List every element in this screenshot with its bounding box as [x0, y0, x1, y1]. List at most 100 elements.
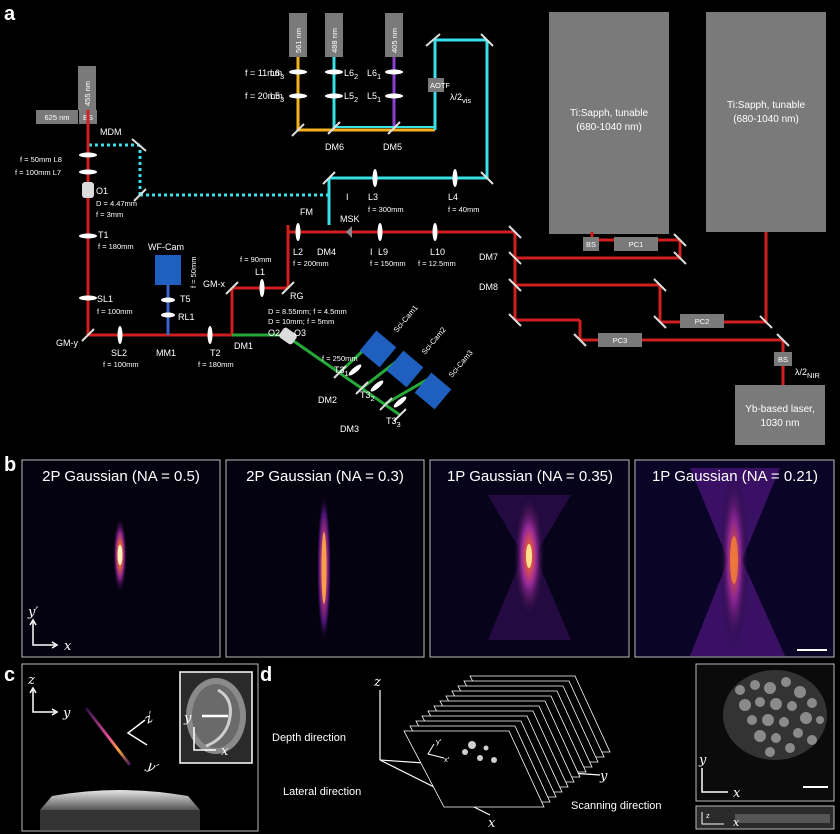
- sci-cam-1: [359, 330, 397, 368]
- label-t1-f: f = 180mm: [98, 242, 134, 251]
- label-sci-cam-1: Sci-Cam1: [392, 303, 420, 334]
- bs-box-2: [583, 237, 599, 251]
- label-o1-d: D = 4.47mm: [96, 199, 137, 208]
- label-t2: T2: [210, 348, 221, 358]
- wf-cam: [155, 255, 181, 285]
- ti-sapph-2-line1: Ti:Sapph, tunable: [727, 100, 805, 111]
- label-fm: FM: [300, 207, 313, 217]
- label-l2-f: f = 200mm: [293, 259, 329, 268]
- laser-625-box: [36, 110, 78, 124]
- axis-z-strip: z: [706, 811, 710, 820]
- cell-image: [695, 663, 835, 802]
- label-l7: f = 100mm L7: [15, 168, 61, 177]
- panel-label-d: d: [260, 664, 272, 686]
- axis-y-c: y: [62, 706, 71, 721]
- bs-label-3: BS: [778, 355, 788, 364]
- label-dm1: DM1: [234, 341, 253, 351]
- pc2-label: PC2: [695, 317, 710, 326]
- label-l3: L3: [368, 192, 378, 202]
- laser-405-box: [385, 13, 403, 57]
- label-l1-f: f = 90mm: [240, 255, 271, 264]
- psf-panel-1: [21, 459, 221, 658]
- axis-y-prime-b: y′: [27, 605, 38, 620]
- sci-cam-2: [386, 350, 424, 388]
- objective-lens: [40, 790, 200, 810]
- axes-c-rotated: [126, 719, 148, 746]
- label-i1: I: [346, 192, 349, 202]
- label-l10-f: f = 12.5mm: [418, 259, 456, 268]
- mirrors: [81, 33, 790, 422]
- mask-msk: [346, 226, 352, 238]
- psf-panel-4: [634, 459, 835, 658]
- laser-561-label: 561 nm: [294, 28, 303, 53]
- label-t1: T1: [98, 230, 109, 240]
- ti-sapph-2-line2: (680-1040 nm): [733, 114, 799, 125]
- label-rl1: RL1: [178, 312, 195, 322]
- pc3-label: PC3: [613, 336, 628, 345]
- axis-y-d: y: [599, 769, 608, 784]
- label-dm3: DM3: [340, 424, 359, 434]
- label-o1: O1: [96, 186, 108, 196]
- laser-488-label: 488 nm: [330, 28, 339, 53]
- panel-label-b: b: [4, 454, 16, 476]
- label-t3-1: T31: [334, 365, 349, 378]
- label-l5-3: L53: [270, 91, 284, 104]
- label-sci-cam-3: Sci-Cam3: [447, 348, 475, 379]
- label-sl2: SL2: [111, 348, 127, 358]
- label-l5-1: L51: [367, 91, 381, 104]
- objective-o1: [82, 182, 94, 198]
- label-mm1: MM1: [156, 348, 176, 358]
- stack-front-axes: [427, 743, 445, 759]
- pc2-box: [680, 314, 724, 328]
- label-rg: RG: [290, 291, 304, 301]
- label-l5-2: L52: [344, 91, 358, 104]
- aotf-label: AOTF: [430, 81, 450, 90]
- axis-y-inset: y: [183, 711, 192, 726]
- laser-405-label: 405 nm: [390, 28, 399, 53]
- label-sl1-f: f = 100mm: [97, 307, 133, 316]
- label-msk: MSK: [340, 214, 360, 224]
- yb-line1: Yb-based laser,: [745, 404, 815, 415]
- inset-c: [179, 671, 253, 764]
- axis-y-prime-d: y′: [436, 737, 442, 746]
- psf-panel-3: [429, 459, 630, 658]
- axis-x-cell: x: [733, 786, 741, 801]
- lenses: [79, 69, 458, 408]
- label-dm4: DM4: [317, 247, 336, 257]
- label-l6-3: L63: [270, 68, 284, 81]
- label-o1-f: f = 3mm: [96, 210, 123, 219]
- label-dm8: DM8: [479, 282, 498, 292]
- panel-label-c: c: [4, 664, 15, 686]
- label-f11: f = 11mm: [245, 68, 282, 78]
- label-l3-f: f = 300mm: [368, 205, 404, 214]
- label-dm5: DM5: [383, 142, 402, 152]
- laser-455-box: [78, 66, 96, 110]
- label-wf-cam: WF-Cam: [148, 242, 184, 252]
- axis-x-d: x: [488, 816, 496, 831]
- label-lambda2-nir: λ/2NIR: [795, 367, 821, 380]
- psf-panel-2: [225, 459, 425, 658]
- psf-title-2: 2P Gaussian (NA = 0.3): [246, 468, 404, 485]
- psf-title-3: 1P Gaussian (NA = 0.35): [447, 468, 613, 485]
- axis-x-strip: x: [733, 816, 740, 829]
- yb-line2: 1030 nm: [761, 418, 800, 429]
- label-l9-f: f = 150mm: [370, 259, 406, 268]
- depth-direction-label: Depth direction: [272, 732, 346, 744]
- label-f20: f = 20mm: [245, 91, 283, 101]
- label-l6-1: L61: [367, 68, 381, 81]
- pc3-box: [598, 333, 642, 347]
- axis-x-prime-d: x′: [444, 755, 450, 764]
- stack-front-content: [462, 741, 497, 763]
- objective-base: [40, 810, 200, 830]
- label-o2o3-1: D = 8.55mm; f = 4.5mm: [268, 307, 347, 316]
- label-l10: L10: [430, 247, 445, 257]
- pc1-box: [614, 237, 658, 251]
- label-dm7: DM7: [479, 252, 498, 262]
- cell-xz-strip: [695, 805, 835, 830]
- objective-o2-o3: [279, 327, 297, 345]
- label-t5: T5: [180, 294, 191, 304]
- aotf-box: [428, 78, 444, 92]
- ti-sapph-1-line2: (680-1040 nm): [576, 122, 642, 133]
- label-l2: L2: [293, 247, 303, 257]
- label-sl1: SL1: [97, 294, 113, 304]
